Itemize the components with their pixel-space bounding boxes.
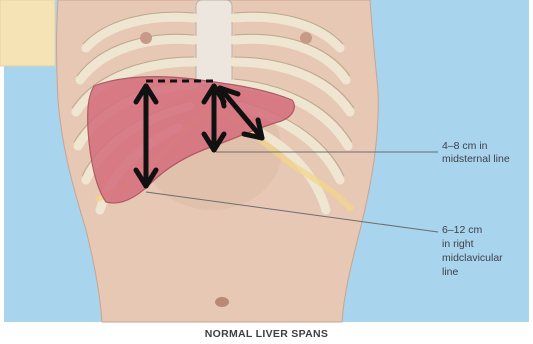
label-midclavicular-3: midclavicular [442, 252, 503, 265]
label-midclavicular-1: 6–12 cm [442, 224, 482, 237]
right-nipple [300, 32, 312, 44]
navel [215, 297, 229, 307]
left-nipple [140, 32, 152, 44]
label-midclavicular-4: line [442, 266, 458, 279]
sternum [196, 0, 232, 85]
figure-caption: NORMAL LIVER SPANS [0, 328, 533, 340]
label-midclavicular-2: in right [442, 238, 474, 251]
label-midsternal-1: 4–8 cm in [442, 140, 488, 153]
label-midsternal-2: midsternal line [442, 153, 510, 166]
inset-box [0, 0, 55, 66]
